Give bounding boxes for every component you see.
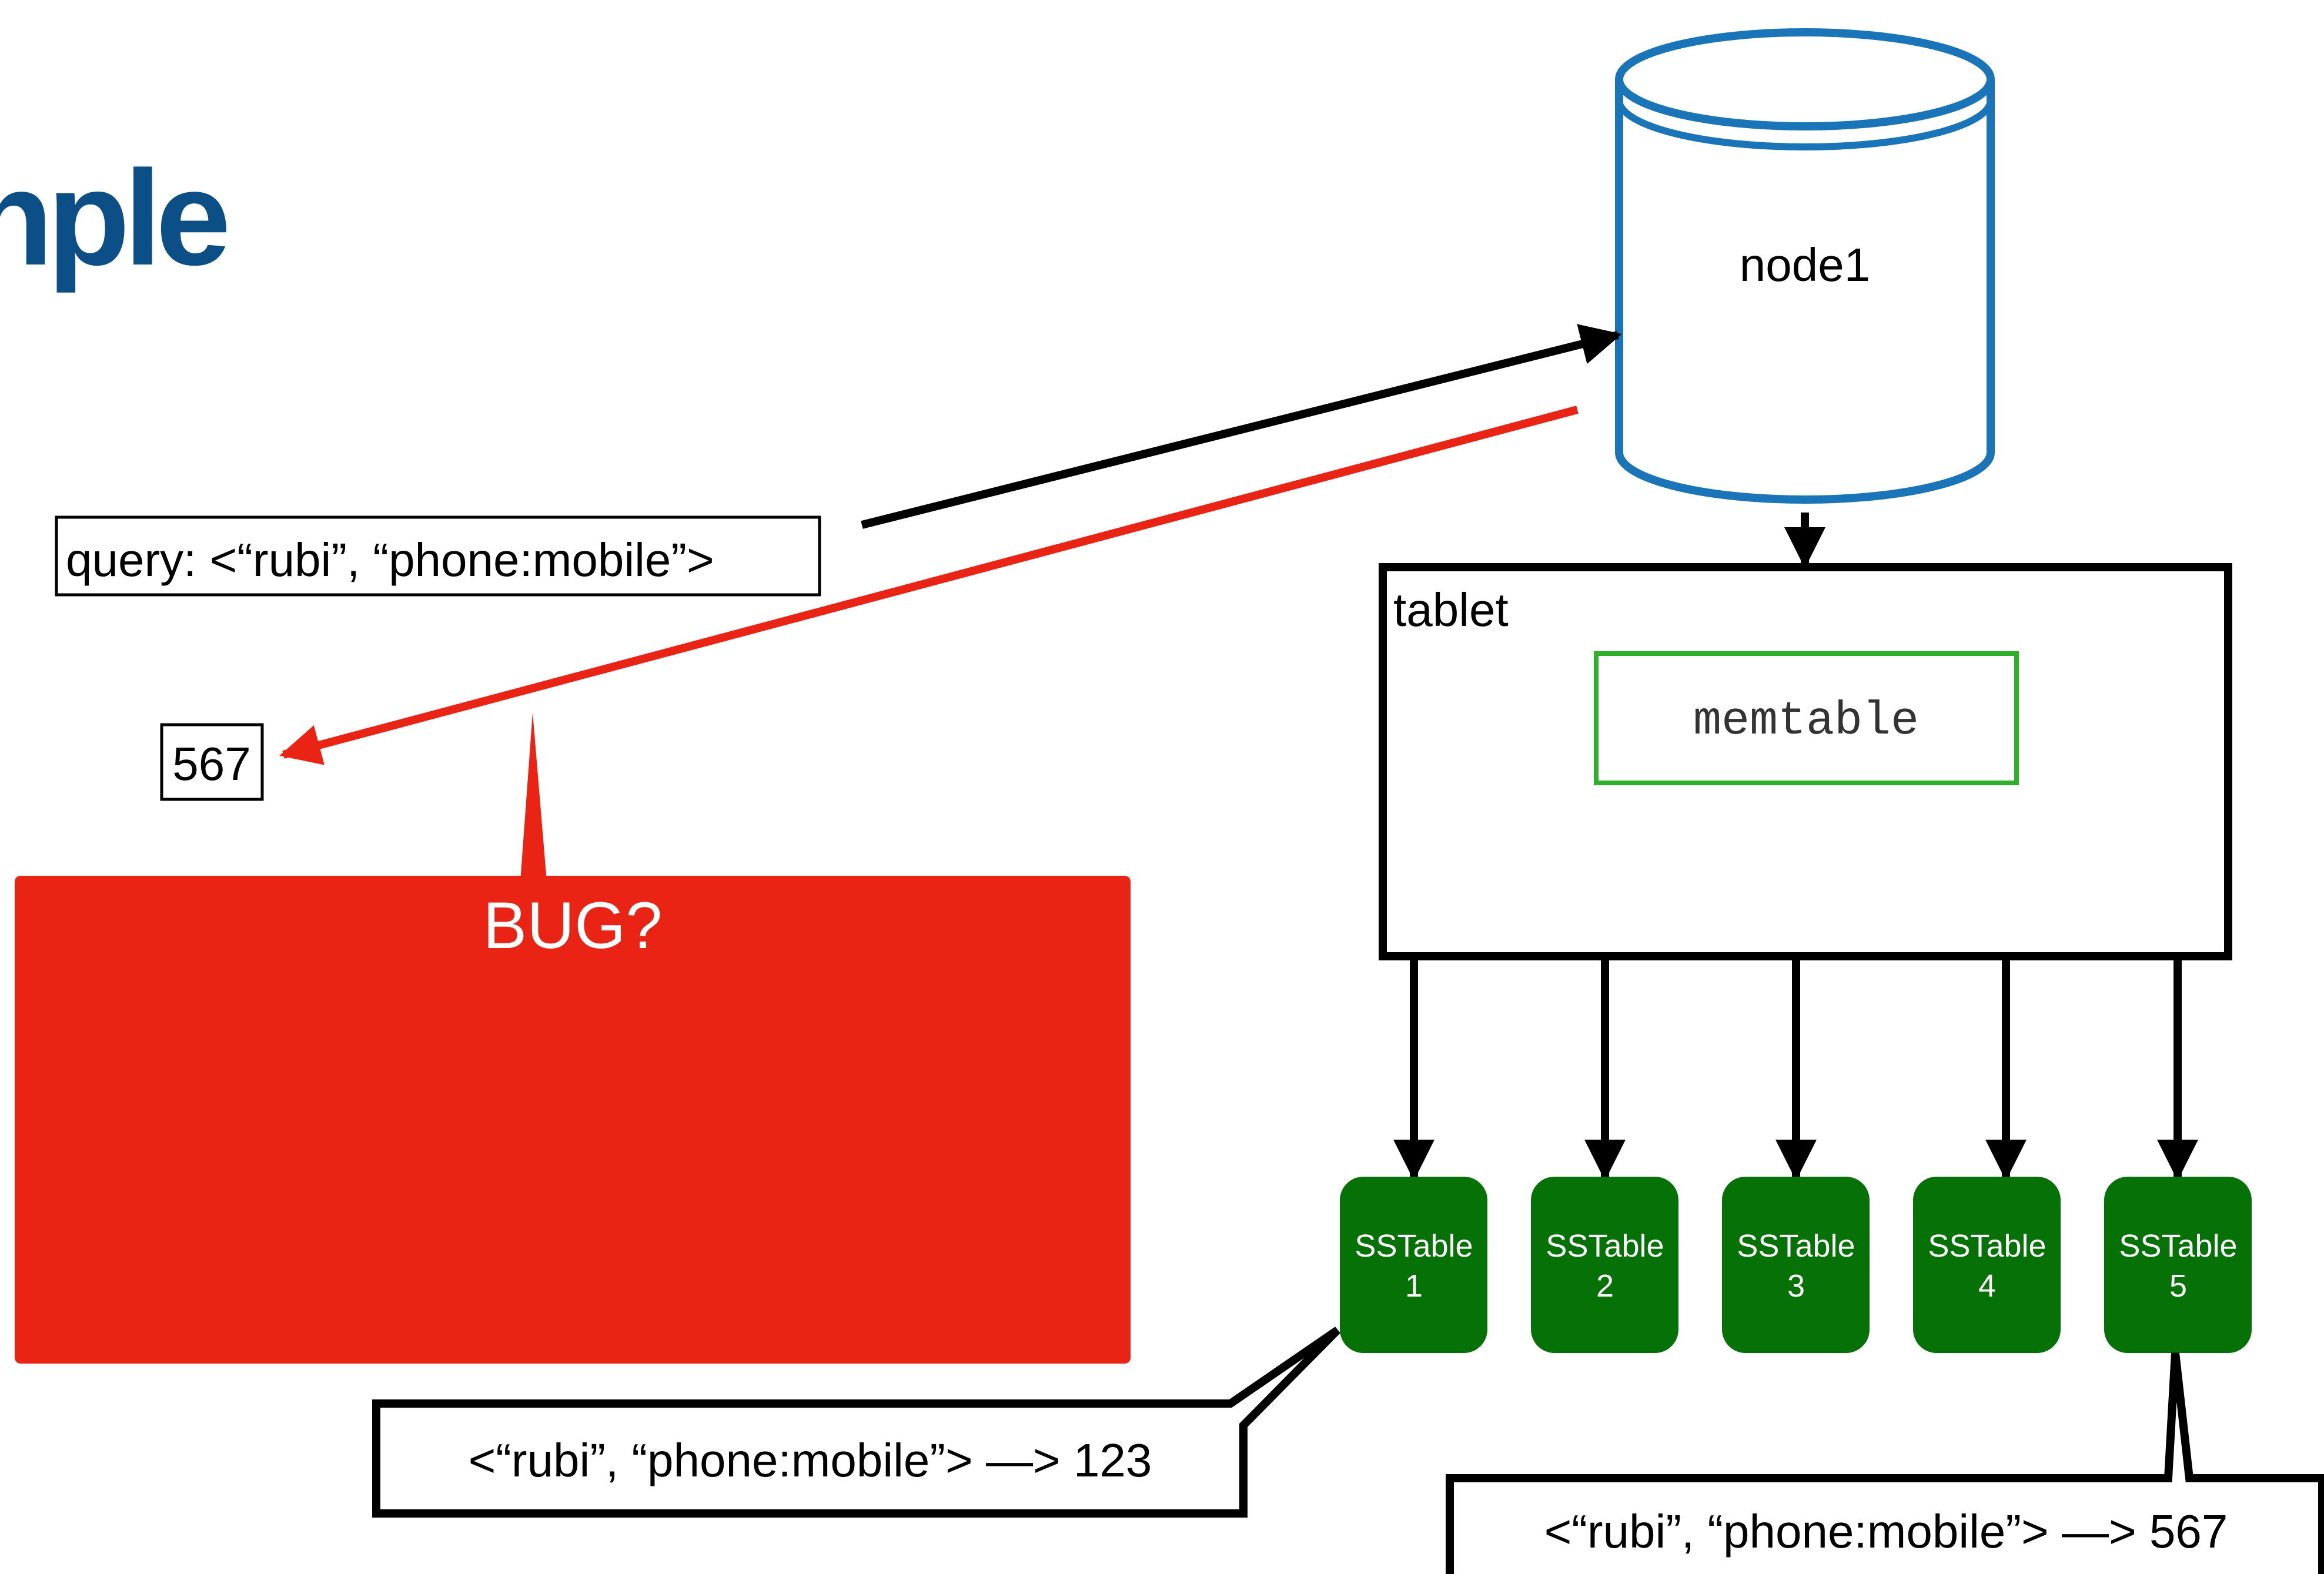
sstable-1: SSTable 1 <box>1340 1177 1487 1353</box>
sstable-5: SSTable 5 <box>2104 1177 2252 1353</box>
memtable-box <box>1594 651 2019 785</box>
memtable-label: memtable <box>1693 695 1919 748</box>
sstable-1-name: SSTable <box>1355 1228 1473 1264</box>
response-arrow <box>279 406 1579 765</box>
sstable-3-number: 3 <box>1787 1268 1805 1304</box>
query-arrow <box>861 324 1622 529</box>
sstable-5-entry-text: <“rubi”, “phone:mobile”> —> 567 <box>1544 1505 2228 1558</box>
slide-title: nple <box>0 142 227 293</box>
bug-callout: BUG? <box>15 712 1131 1364</box>
sstable-4-name: SSTable <box>1928 1228 2046 1264</box>
bug-label: BUG? <box>483 889 663 962</box>
tablet-to-sstable-arrows <box>1393 960 2198 1181</box>
sstable-4: SSTable 4 <box>1913 1177 2061 1353</box>
sstable-2-number: 2 <box>1596 1268 1614 1304</box>
sstable-3: SSTable 3 <box>1722 1177 1870 1353</box>
sstable-1-entry-callout: <“rubi”, “phone:mobile”> —> 123 <box>372 1327 1340 1518</box>
node1-cylinder: node1 <box>1615 28 1995 504</box>
sstable-2: SSTable 2 <box>1531 1177 1678 1353</box>
node1-label: node1 <box>1740 239 1870 291</box>
sstable-2-name: SSTable <box>1546 1228 1664 1264</box>
sstable-5-number: 5 <box>2169 1268 2187 1304</box>
sstable-1-number: 1 <box>1405 1268 1423 1304</box>
tablet-box: tablet memtable <box>1379 563 2232 960</box>
query-text: query: <“rubi”, “phone:mobile”> <box>66 534 714 586</box>
sstable-5-name: SSTable <box>2119 1228 2237 1264</box>
result-box: 567 <box>160 723 264 801</box>
tablet-label: tablet <box>1393 584 1509 636</box>
sstable-5-entry-callout: <“rubi”, “phone:mobile”> —> 567 <box>1446 1352 2324 1574</box>
result-value: 567 <box>172 738 250 790</box>
sstable-3-name: SSTable <box>1737 1228 1855 1264</box>
query-box: query: <“rubi”, “phone:mobile”> <box>55 515 821 597</box>
sstable-4-number: 4 <box>1978 1268 1996 1304</box>
sstable-1-entry-text: <“rubi”, “phone:mobile”> —> 123 <box>469 1434 1152 1486</box>
